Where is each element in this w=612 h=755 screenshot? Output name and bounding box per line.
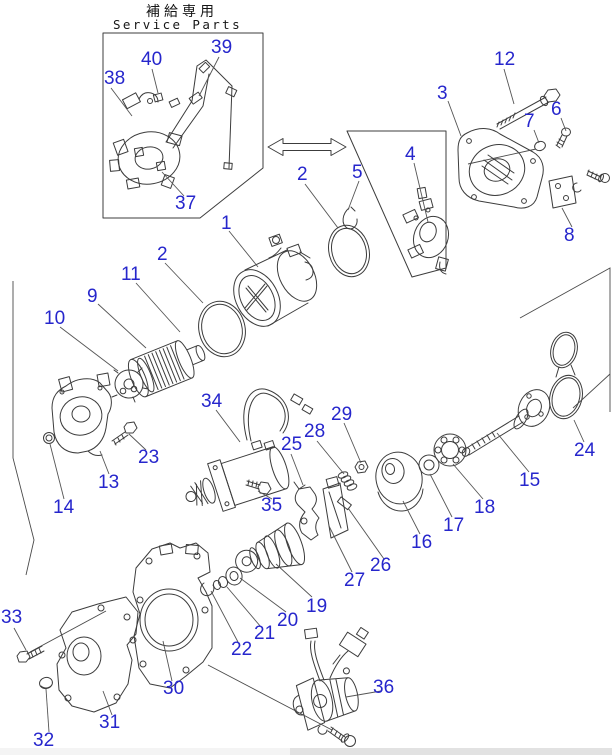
brush-holder-assembly-drawing [109, 59, 238, 190]
bolt-drawing-33 [16, 610, 107, 663]
bearing-drawing-20 [225, 566, 243, 586]
rear-housing-drawing [457, 128, 544, 209]
part-callout-4[interactable]: 4 [405, 144, 416, 165]
part-callout-8[interactable]: 8 [564, 225, 575, 246]
horizontal-scrollbar-thumb[interactable] [290, 748, 612, 755]
washer-drawing-14 [43, 432, 55, 444]
clutch-drawing-19 [235, 522, 306, 573]
part-callout-6[interactable]: 6 [551, 99, 562, 120]
part-callout-2-left[interactable]: 2 [157, 244, 168, 265]
front-cover-drawing-31 [56, 596, 139, 713]
part-callout-15[interactable]: 15 [519, 470, 541, 491]
part-callout-33[interactable]: 33 [1, 607, 23, 628]
service-parts-box [102, 32, 264, 219]
part-callout-27[interactable]: 27 [344, 570, 366, 591]
part-callout-22[interactable]: 22 [231, 639, 253, 660]
part-callout-30[interactable]: 30 [163, 678, 185, 699]
exchange-arrow-icon [267, 138, 347, 156]
part-callout-23[interactable]: 23 [138, 447, 160, 468]
part-callout-3[interactable]: 3 [437, 83, 448, 104]
part-callout-26[interactable]: 26 [370, 555, 392, 576]
part-callout-37[interactable]: 37 [175, 193, 197, 214]
through-bolt-drawing [496, 88, 561, 130]
part-callout-14[interactable]: 14 [53, 497, 75, 518]
part-callout-36[interactable]: 36 [373, 677, 395, 698]
part-callout-28[interactable]: 28 [304, 421, 326, 442]
solenoid-drawing [185, 388, 314, 512]
relay-drawing-36 [207, 626, 369, 747]
part-callout-25[interactable]: 25 [281, 434, 303, 455]
o-ring-drawing-left [198, 300, 246, 358]
o-ring-drawing-right [328, 224, 370, 278]
horizontal-scrollbar-track[interactable] [0, 748, 612, 755]
pinion-clutch-drawing [111, 340, 206, 403]
bearing-drawing-18 [433, 433, 467, 467]
part-callout-31[interactable]: 31 [99, 712, 121, 733]
part-callout-35[interactable]: 35 [261, 495, 283, 516]
part-callout-1[interactable]: 1 [221, 213, 232, 234]
part-callout-40[interactable]: 40 [141, 49, 163, 70]
leader-lines [13, 56, 585, 733]
pin-drawing-26 [336, 496, 352, 511]
part-callout-38[interactable]: 38 [104, 68, 126, 89]
part-callout-10[interactable]: 10 [44, 308, 66, 329]
part-callout-13[interactable]: 13 [98, 472, 120, 493]
spring-drawing-28 [337, 471, 358, 491]
part-callout-16[interactable]: 16 [411, 532, 433, 553]
part-callout-24[interactable]: 24 [574, 440, 596, 461]
shaft-drawing-15 [461, 389, 551, 457]
cap-plug-drawing [534, 140, 546, 152]
part-callout-29[interactable]: 29 [331, 404, 353, 425]
page-title-english: Service Parts [113, 17, 243, 32]
zone-boundary-lines [12, 148, 611, 576]
terminal-bracket-drawing [548, 169, 610, 209]
part-callout-17[interactable]: 17 [443, 515, 465, 536]
part-callout-19[interactable]: 19 [306, 596, 328, 617]
brush-holder-box [342, 130, 450, 278]
part-callout-21[interactable]: 21 [254, 623, 276, 644]
part-callout-5[interactable]: 5 [352, 162, 363, 183]
part-callout-20[interactable]: 20 [277, 610, 299, 631]
shift-lever-drawing [293, 481, 320, 541]
gear-housing-drawing-30 [132, 542, 213, 689]
bearing-drawing-17 [418, 454, 440, 476]
bolt-drawing-23 [111, 421, 138, 446]
screw-drawing [555, 127, 571, 149]
bolt-drawing-35 [245, 479, 272, 495]
part-callout-9[interactable]: 9 [87, 286, 98, 307]
part-callout-7[interactable]: 7 [524, 111, 535, 132]
snap-ring-drawing-22 [200, 582, 215, 597]
lever-plate-drawing [322, 476, 349, 539]
part-callout-12[interactable]: 12 [494, 49, 516, 70]
yoke-drawing [233, 233, 318, 327]
pulley-drawing-16 [375, 451, 424, 512]
gasket-rings-drawing-24 [549, 331, 583, 420]
part-callout-2-right[interactable]: 2 [297, 164, 308, 185]
part-callout-34[interactable]: 34 [201, 391, 223, 412]
nut-drawing-29 [354, 460, 369, 474]
part-callout-11[interactable]: 11 [121, 264, 141, 285]
page-title-japanese: 補給専用 [146, 3, 218, 19]
part-callout-32[interactable]: 32 [33, 730, 55, 751]
plug-drawing-32 [39, 676, 53, 690]
center-bracket-drawing [51, 372, 112, 456]
part-callout-39[interactable]: 39 [211, 37, 233, 58]
part-callout-18[interactable]: 18 [474, 497, 496, 518]
